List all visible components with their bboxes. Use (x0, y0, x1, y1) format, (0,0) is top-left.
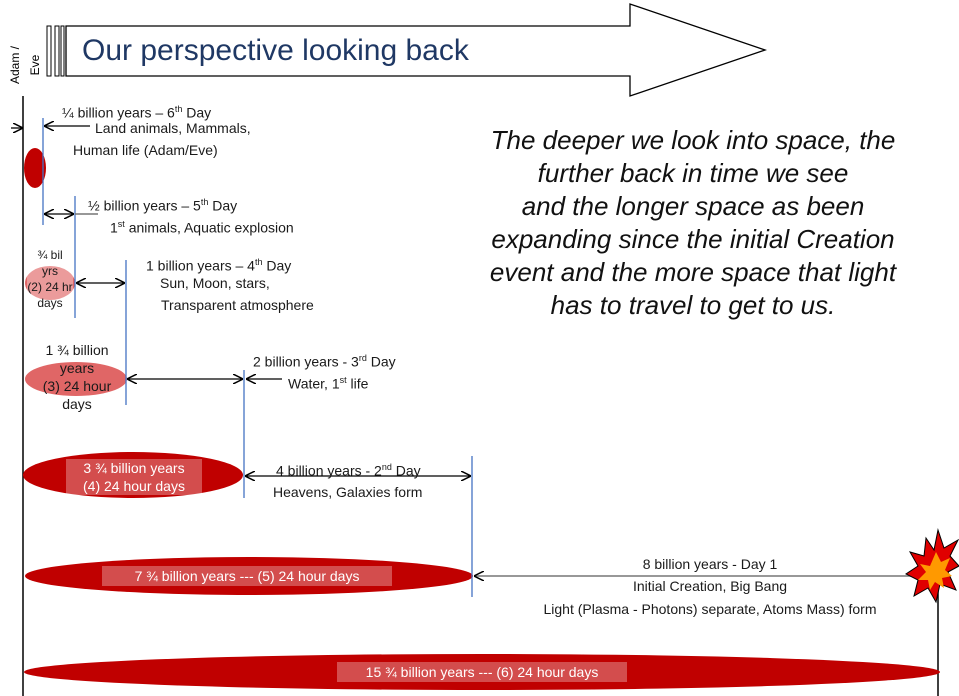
day5-heading: ½ billion years – 5th Day (88, 197, 238, 214)
ellipse-label-line: ¾ bil (37, 248, 63, 262)
day2-heading: 4 billion years - 2nd Day (276, 462, 421, 479)
adam-eve-label: Adam / Eve (8, 46, 42, 85)
ellipse-day3-label: 1 ¾ billion years (3) 24 hour days (30, 341, 124, 413)
day4-line2: Sun, Moon, stars, (160, 275, 270, 291)
statement-line: further back in time we see (537, 158, 849, 188)
statement-line: The deeper we look into space, the (490, 125, 896, 155)
title-arrow-stripe (46, 25, 52, 77)
statement-line: and the longer space as been (521, 191, 865, 221)
ellipse-label-line: (4) 24 hour days (83, 478, 185, 494)
ellipse-label-line: yrs (42, 264, 58, 278)
title-arrow-stripe (60, 25, 65, 77)
ellipse-day5 (25, 557, 473, 595)
day6-line2: Land animals, Mammals, (95, 120, 251, 136)
day3-heading: 2 billion years - 3rd Day (253, 353, 396, 370)
ellipse-label-line: days (37, 296, 63, 310)
page-title: Our perspective looking back (82, 34, 469, 67)
ellipse-label-line: years (59, 360, 95, 376)
title-arrow-stripe (54, 25, 60, 77)
statement-text: The deeper we look into space, the furth… (433, 124, 953, 322)
ellipse-label-line: 1 ¾ billion (45, 342, 109, 358)
day1-heading: 8 billion years - Day 1 (642, 556, 778, 572)
ellipse-day4-label: 3 ¾ billion years (4) 24 hour days (66, 459, 202, 495)
explosion-icon (905, 528, 959, 604)
ellipse-day2-label: ¾ bil yrs (2) 24 hr days (27, 247, 73, 311)
ellipse-day4 (23, 452, 243, 498)
day6-line3: Human life (Adam/Eve) (73, 142, 218, 158)
statement-line: has to travel to get to us. (550, 290, 836, 320)
statement-line: expanding since the initial Creation (491, 224, 895, 254)
title-arrow-shape (65, 3, 768, 97)
ellipse-label-line: 3 ¾ billion years (83, 460, 185, 476)
day4-line3: Transparent atmosphere (161, 297, 314, 313)
ellipse-day5-label: 7 ¾ billion years --- (5) 24 hour days (102, 566, 392, 586)
ellipse-day6-label: 15 ¾ billion years --- (6) 24 hour days (337, 662, 627, 682)
day3-line2: Water, 1st life (288, 375, 369, 392)
day5-line2: 1st animals, Aquatic explosion (110, 219, 294, 236)
day2-line2: Heavens, Galaxies form (273, 484, 423, 500)
ellipse-day6 (24, 654, 940, 690)
statement-line: event and the more space that light (489, 257, 897, 287)
day1-line2: Initial Creation, Big Bang (632, 578, 788, 594)
ellipse-day2 (25, 266, 75, 300)
ellipse-day3 (25, 362, 127, 396)
ellipse-day1 (24, 148, 46, 188)
ellipse-label-line: (2) 24 hr (27, 280, 73, 294)
day1-line3: Light (Plasma - Photons) separate, Atoms… (543, 601, 877, 617)
ellipse-label-line: (3) 24 hour (42, 378, 112, 394)
day4-heading: 1 billion years – 4th Day (146, 257, 292, 274)
day6-heading: ¼ billion years – 6th Day (62, 104, 212, 121)
ellipse-label-line: days (62, 396, 92, 412)
